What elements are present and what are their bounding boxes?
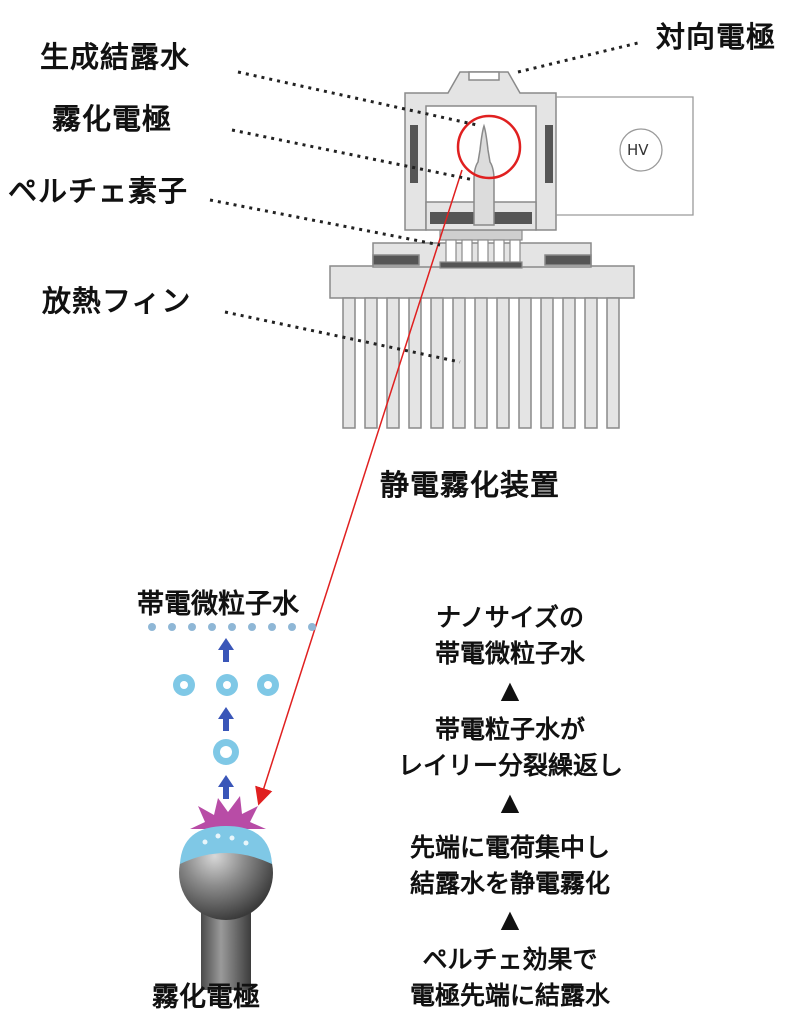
step-arrow-2: ▲ <box>500 788 520 816</box>
label-counter-electrode: 対向電極 <box>656 20 777 54</box>
discharge-spark <box>190 796 266 829</box>
water-bubbles <box>202 833 249 846</box>
step-4-line1: ペルチェ効果で <box>422 945 598 974</box>
label-condensed-water: 生成結露水 <box>40 40 191 74</box>
leader-lines <box>209 40 643 364</box>
label-atomizing-electrode: 霧化電極 <box>52 102 173 136</box>
step-1: ナノサイズの 帯電微粒子水 <box>410 598 610 670</box>
step-2-line2: レイリー分裂繰返し <box>398 751 624 780</box>
heat-sink-fins <box>329 265 635 429</box>
label-peltier: ペルチェ素子 <box>8 174 189 208</box>
label-charged-particles: 帯電微粒子水 <box>137 589 299 620</box>
step-1-line2: 帯電微粒子水 <box>434 639 585 668</box>
hv-circuit <box>556 96 694 216</box>
step-3-line2: 結露水を静電霧化 <box>410 869 611 898</box>
red-pointer-arrow <box>255 169 463 806</box>
step-2-line1: 帯電粒子水が <box>434 715 585 744</box>
highlight-circle <box>456 114 522 180</box>
electrode-stem <box>201 910 251 990</box>
step-3: 先端に電荷集中し 結露水を静電霧化 <box>410 828 610 900</box>
device-title: 静電霧化装置 <box>380 468 561 502</box>
step-4-line2: 電極先端に結露水 <box>410 981 611 1010</box>
label-bottom-electrode: 霧化電極 <box>152 982 260 1013</box>
split-droplets <box>173 674 279 696</box>
fine-particle-row <box>148 623 316 631</box>
up-arrows <box>218 638 234 799</box>
step-arrow-1: ▲ <box>500 676 520 704</box>
condensed-water-cap <box>180 826 272 864</box>
charged-droplet <box>213 739 239 765</box>
step-4: ペルチェ効果で 電極先端に結露水 <box>410 940 610 1012</box>
label-fin: 放熱フィン <box>42 284 192 318</box>
hv-label: HV <box>627 141 649 159</box>
atomizing-electrode-needle <box>473 123 495 226</box>
peltier-element <box>439 229 523 269</box>
step-3-line1: 先端に電荷集中し <box>410 833 611 862</box>
step-2: 帯電粒子水が レイリー分裂繰返し <box>398 710 624 782</box>
step-1-line1: ナノサイズの <box>435 603 584 632</box>
step-arrow-3: ▲ <box>500 905 520 933</box>
